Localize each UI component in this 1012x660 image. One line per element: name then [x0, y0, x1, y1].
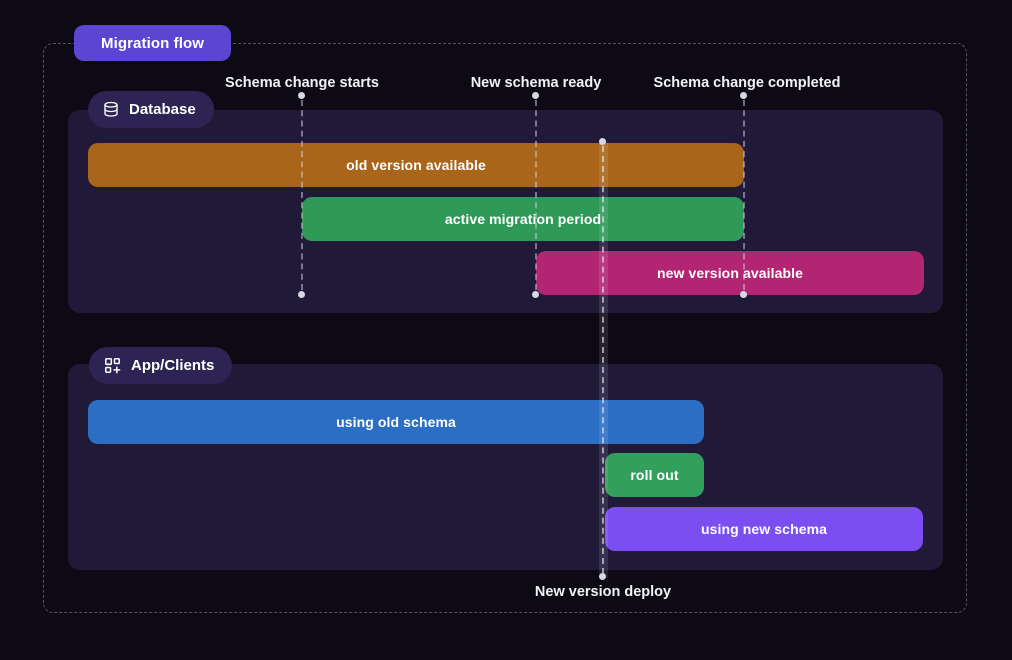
marker-dot-top — [740, 92, 747, 99]
marker-dot-bottom — [599, 573, 606, 580]
app-clients-section-label: App/Clients — [131, 357, 215, 374]
bar-label: old version available — [346, 157, 486, 173]
database-section-pill: Database — [88, 91, 214, 128]
bar-label: active migration period — [444, 211, 602, 227]
marker-label-new-schema-ready: New schema ready — [470, 75, 602, 91]
database-section-label: Database — [129, 101, 196, 118]
bar-label: new version available — [656, 265, 804, 281]
marker-line-schema-change-starts — [301, 100, 303, 290]
grid-plus-icon — [103, 356, 122, 375]
bar-label: using old schema — [336, 414, 456, 430]
marker-label-new-version-deploy: New version deploy — [534, 584, 672, 600]
bar-label: using new schema — [700, 521, 828, 537]
bar-using-new-schema: using new schema — [605, 507, 923, 551]
marker-line-new-version-deploy — [602, 146, 604, 574]
marker-dot-bottom — [298, 291, 305, 298]
marker-label-schema-change-completed: Schema change completed — [653, 75, 841, 91]
migration-flow-label: Migration flow — [100, 34, 205, 52]
bar-roll-out: roll out — [605, 453, 704, 497]
bar-new-version-available: new version available — [536, 251, 924, 295]
marker-dot-top — [298, 92, 305, 99]
bar-old-version-available: old version available — [88, 143, 744, 187]
database-icon — [102, 101, 120, 119]
marker-dot-bottom — [532, 291, 539, 298]
migration-flow-button[interactable]: Migration flow — [74, 25, 231, 61]
marker-dot-top — [599, 138, 606, 145]
marker-line-schema-change-completed — [743, 100, 745, 290]
marker-dot-top — [532, 92, 539, 99]
marker-label-schema-change-starts: Schema change starts — [225, 75, 379, 91]
bar-active-migration-period: active migration period — [302, 197, 744, 241]
marker-dot-bottom — [740, 291, 747, 298]
marker-line-new-schema-ready — [535, 100, 537, 290]
bar-label: roll out — [630, 467, 679, 483]
app-clients-section-pill: App/Clients — [89, 347, 233, 384]
diagram-frame — [43, 43, 967, 613]
bar-using-old-schema: using old schema — [88, 400, 704, 444]
